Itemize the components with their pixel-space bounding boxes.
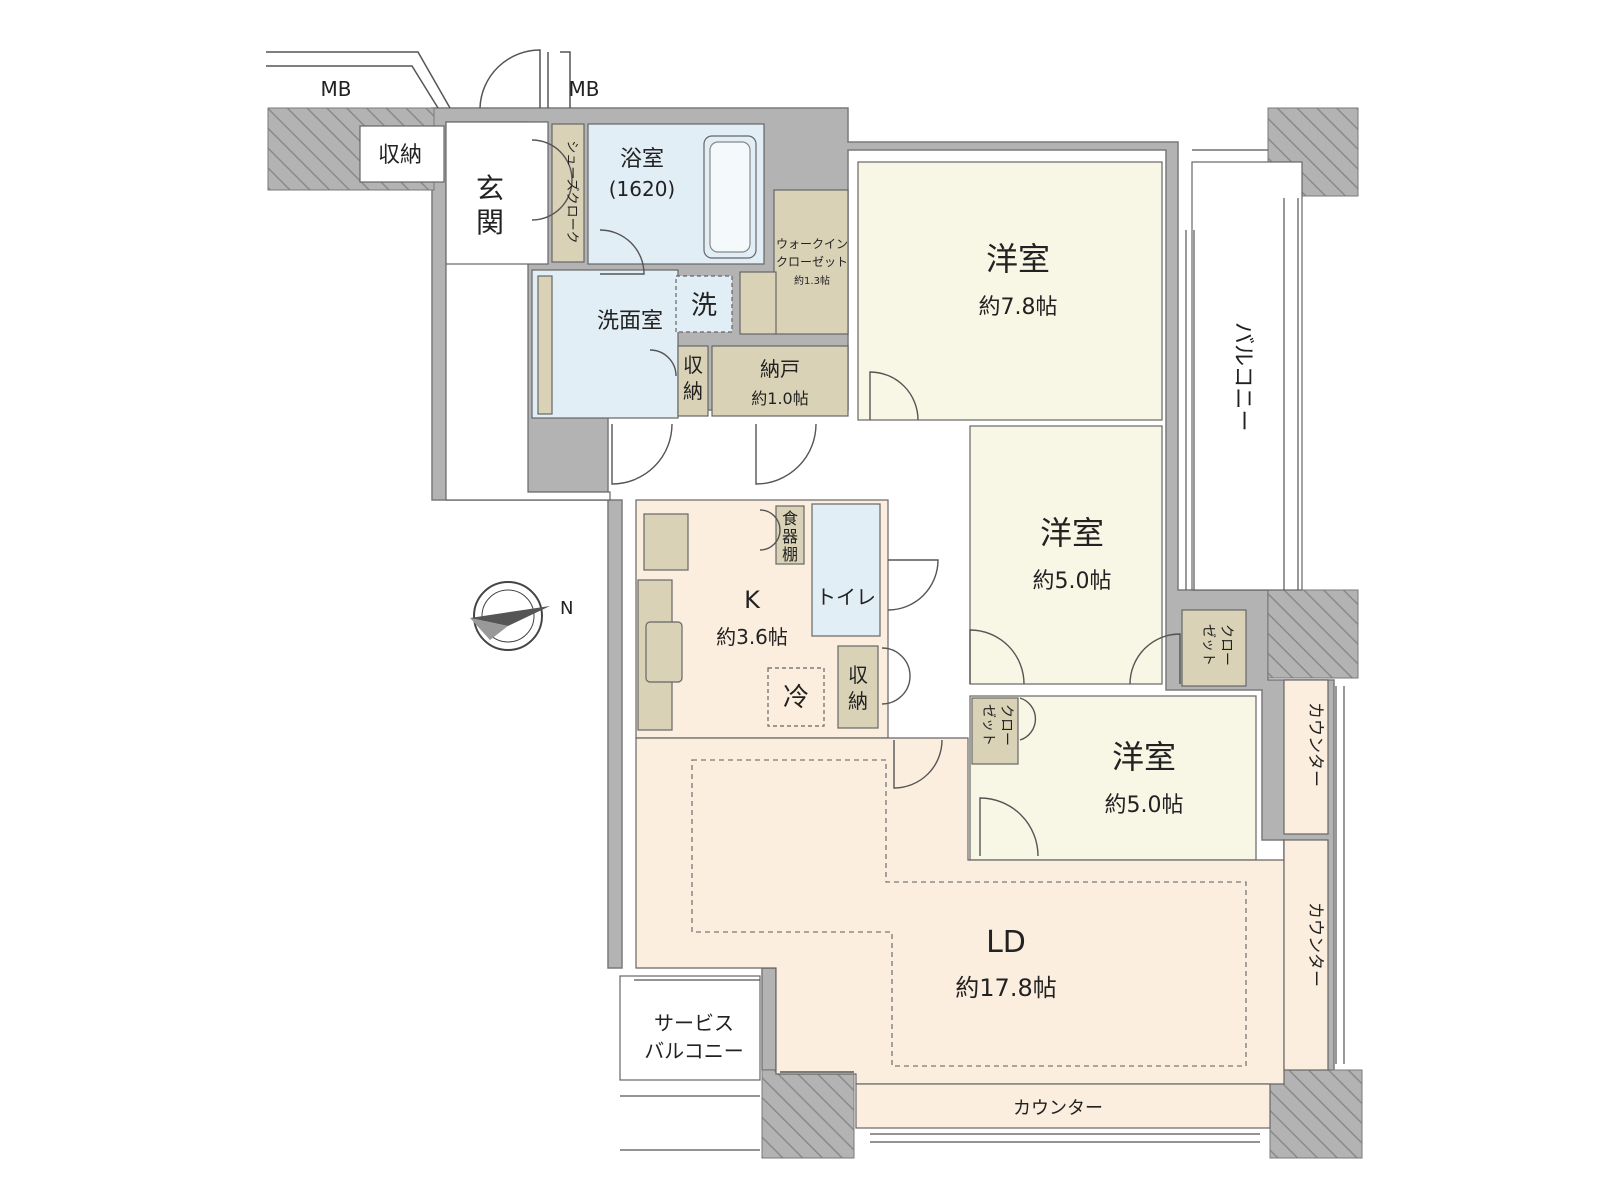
counter-right-upper	[1283, 679, 1329, 835]
dish-shelf-label-1: 食	[782, 509, 798, 528]
entry-storage-area	[359, 125, 445, 183]
kitchen-storage-label-1: 収	[848, 663, 868, 687]
bedroom-2-label: 洋室	[1040, 514, 1104, 552]
kitchen-size: 約3.6帖	[716, 625, 788, 649]
service-balcony-label-2: バルコニー	[644, 1039, 744, 1063]
bedroom-2-size: 約5.0帖	[1033, 569, 1112, 594]
door-swings	[531, 139, 1181, 1073]
labels: MB MB 収納 玄 関 シューズクローク 浴室 (1620) 洗面室 洗 収 …	[321, 77, 1325, 1119]
washer-label: 洗	[691, 291, 717, 321]
top-mb-lines	[266, 49, 571, 109]
toilet-label: トイレ	[816, 585, 876, 609]
sink	[645, 621, 683, 683]
counter-label-1: カウンター	[1305, 702, 1325, 787]
mb-left-label: MB	[321, 77, 352, 101]
bedroom-2-area	[969, 425, 1163, 685]
counter-bottom	[855, 1083, 1271, 1129]
fridge-label: 冷	[783, 683, 809, 713]
closet-a-label-1: クロー	[1218, 624, 1234, 666]
wic-label-1: ウォークイン	[776, 237, 848, 251]
closet-b-label-2: ゼット	[980, 704, 996, 746]
bedroom-1-label: 洋室	[986, 240, 1050, 278]
counter-label-3: カウンター	[1013, 1098, 1103, 1119]
dish-shelf-area	[775, 505, 805, 565]
room-fills	[359, 121, 1329, 1129]
wic-shelf	[739, 271, 777, 335]
vanity	[537, 275, 553, 415]
balcony-label: バルコニー	[1230, 322, 1255, 432]
bath-label: 浴室	[620, 147, 664, 172]
washroom-area	[531, 269, 679, 419]
nando-label: 納戸	[760, 357, 800, 381]
dish-shelf-label-3: 棚	[782, 545, 798, 564]
column-mid-right	[1267, 589, 1359, 679]
walk-in-closet-area	[773, 189, 849, 335]
wic-label-2: クローゼット	[776, 255, 848, 269]
fridge-space	[767, 667, 825, 727]
bathtub-inner	[709, 141, 751, 253]
genkan-label-2: 関	[476, 206, 504, 239]
washroom-label: 洗面室	[597, 309, 663, 334]
stove	[643, 513, 689, 571]
column-bottom-left	[761, 1069, 855, 1159]
entrance-area	[445, 121, 549, 265]
kitchen-storage-area	[837, 645, 879, 729]
counter-label-2: カウンター	[1305, 902, 1325, 987]
genkan-label-1: 玄	[476, 172, 504, 205]
windows	[620, 149, 1345, 1151]
compass-n-label: N	[560, 598, 573, 619]
dish-shelf-label-2: 器	[782, 527, 798, 546]
service-balcony-label-1: サービス	[654, 1011, 734, 1035]
closet-a-label-2: ゼット	[1200, 624, 1216, 666]
toilet-area	[811, 503, 881, 637]
entry-storage-label: 収納	[378, 143, 422, 168]
ld-label: LD	[986, 925, 1026, 960]
bath-size-label: (1620)	[609, 177, 676, 201]
bedroom-1-size: 約7.8帖	[979, 295, 1058, 320]
closet-b-label-1: クロー	[998, 704, 1014, 746]
washer-space	[675, 275, 733, 333]
shoe-closet-area	[551, 123, 585, 263]
compass-icon: N	[470, 581, 573, 651]
bedroom-3-size: 約5.0帖	[1105, 793, 1184, 818]
bedroom-3-label: 洋室	[1112, 738, 1176, 776]
nando-size-label: 約1.0帖	[751, 389, 808, 408]
wic-size-label: 約1.3帖	[794, 274, 830, 287]
column-bottom-right	[1269, 1069, 1363, 1159]
kitchen-label: K	[744, 586, 761, 614]
counter-right-lower	[1283, 839, 1329, 1071]
closet-a-area	[1181, 609, 1247, 687]
wash-storage-label-1: 収	[683, 353, 703, 377]
wash-storage-label-2: 納	[683, 379, 703, 403]
shoe-closet-label: シューズクローク	[564, 140, 580, 243]
ld-ceiling-outline	[691, 759, 1247, 1067]
mb-right-label: MB	[569, 77, 600, 101]
closet-b-area	[971, 697, 1019, 765]
kitchen-storage-label-2: 納	[848, 689, 868, 713]
ld-size: 約17.8帖	[955, 974, 1056, 1002]
service-balcony-area	[619, 975, 761, 1081]
wash-storage-area	[677, 345, 709, 417]
bedroom-1-area	[857, 161, 1163, 421]
nando-area	[711, 345, 849, 417]
